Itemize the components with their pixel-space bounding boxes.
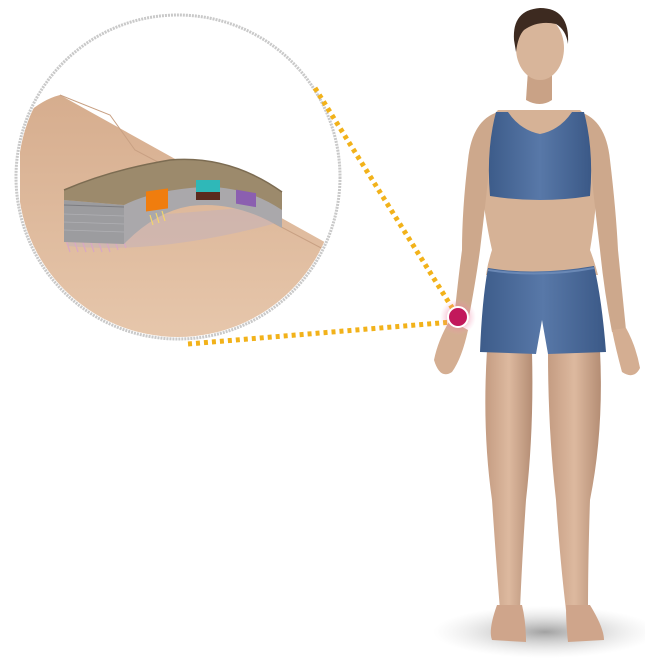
- layer-dark: [196, 192, 220, 200]
- ground-shadow: [433, 606, 645, 658]
- left-leg: [485, 350, 532, 610]
- shorts: [480, 266, 606, 354]
- right-leg: [548, 350, 601, 610]
- layer-orange: [146, 188, 168, 211]
- layer-teal: [196, 180, 220, 192]
- sensor-hotspot-icon: [440, 299, 476, 335]
- magnifier-callout: [0, 0, 360, 360]
